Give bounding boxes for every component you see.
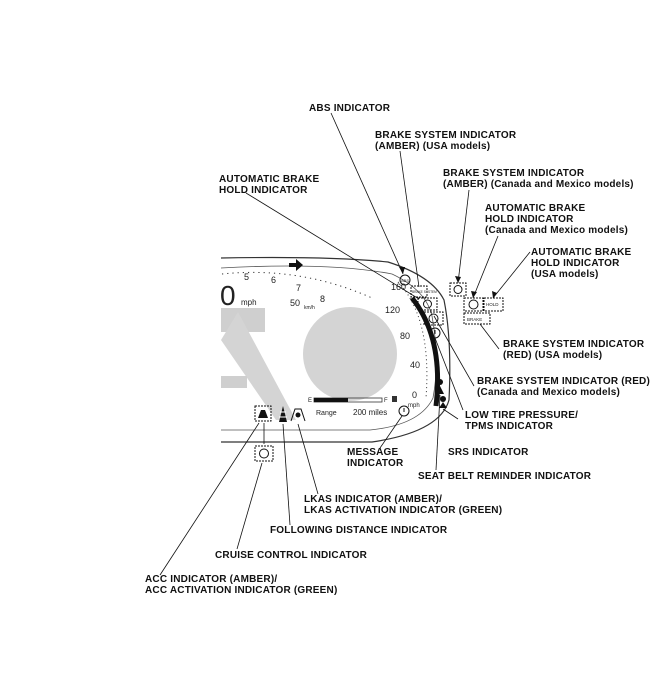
gauge-tick-160: 160 [391, 282, 406, 292]
brake-system-amber-usa-label: BRAKE SYSTEM INDICATOR (AMBER) (USA mode… [375, 130, 517, 152]
speed-tick-5: 5 [244, 272, 249, 282]
turn-signal-arrow-icon [289, 259, 303, 271]
speed-tick-6: 6 [271, 275, 276, 285]
gauge-tick-40: 40 [410, 360, 420, 370]
following-distance-icon [279, 406, 287, 422]
fuel-pump-icon [392, 396, 397, 402]
acc-icon [254, 405, 272, 422]
brake-red-canada-icon [423, 311, 444, 326]
brake-system-amber-canada-label: BRAKE SYSTEM INDICATOR (AMBER) (Canada a… [443, 168, 634, 190]
abs-icon: ABS [399, 274, 411, 286]
lkas-indicator-label: LKAS INDICATOR (AMBER)/ LKAS ACTIVATION … [304, 494, 503, 516]
following-distance-label: FOLLOWING DISTANCE INDICATOR [270, 525, 448, 536]
message-icon [398, 405, 410, 417]
watermark-shapes [221, 307, 397, 420]
automatic-brake-hold-canada-label: AUTOMATIC BRAKE HOLD INDICATOR (Canada a… [485, 203, 629, 236]
acc-indicator-label: ACC INDICATOR (AMBER)/ ACC ACTIVATION IN… [145, 574, 338, 596]
cruise-control-label: CRUISE CONTROL INDICATOR [215, 550, 368, 561]
brake-system-amber-canada-icon [449, 282, 467, 297]
seat-belt-reminder-label: SEAT BELT REMINDER INDICATOR [418, 471, 592, 482]
leader-lines [159, 112, 531, 576]
tpms-indicator-label: LOW TIRE PRESSURE/ TPMS INDICATOR [465, 410, 579, 432]
brake-system-red-canada-label: BRAKE SYSTEM INDICATOR (RED) (Canada and… [477, 376, 651, 398]
speed-tick-8: 8 [320, 294, 325, 304]
svg-text:BRAKE SYSTEM: BRAKE SYSTEM [412, 290, 437, 294]
range-label: Range [316, 410, 337, 417]
message-indicator-label: MESSAGE INDICATOR [347, 447, 404, 469]
gauge-tick-120: 120 [385, 305, 400, 315]
fuel-bar-fill [314, 398, 348, 402]
brake-red-usa-icon: BRAKE [463, 312, 491, 325]
gauge-tick-80: 80 [400, 331, 410, 341]
auto-hold-usa-icon: HOLD [483, 297, 504, 312]
gauge-tick-0: 0 [412, 390, 417, 400]
lkas-icon [290, 408, 306, 422]
automatic-brake-hold-label: AUTOMATIC BRAKE HOLD INDICATOR [219, 174, 320, 196]
abs-indicator-label: ABS INDICATOR [309, 103, 391, 114]
speed-tick-7: 7 [296, 283, 301, 293]
seat-belt-icon [436, 379, 444, 394]
svg-text:ABS: ABS [401, 278, 409, 283]
speed-unit: mph [241, 298, 257, 307]
cruise-control-icon [254, 445, 274, 462]
brake-system-red-usa-label: BRAKE SYSTEM INDICATOR (RED) (USA models… [503, 339, 645, 361]
fuel-full-label: F [384, 398, 388, 404]
range-value: 200 miles [353, 408, 387, 417]
brake-system-ring-icon [417, 297, 438, 311]
automatic-brake-hold-usa-label: AUTOMATIC BRAKE HOLD INDICATOR (USA mode… [531, 247, 632, 280]
speed-limit-unit: km/h [304, 305, 315, 311]
srs-indicator-label: SRS INDICATOR [448, 447, 529, 458]
svg-text:HOLD: HOLD [486, 302, 499, 307]
leader-arrowheads [399, 267, 497, 298]
gauge-unit: mph [408, 403, 420, 409]
speed-limit-value: 50 [290, 298, 300, 308]
speedometer-ticks [221, 271, 373, 299]
svg-text:BRAKE: BRAKE [467, 317, 482, 322]
fuel-empty-label: E [308, 398, 312, 404]
auto-hold-canada-icon [463, 297, 484, 312]
speed-value: 0 [220, 280, 236, 311]
srs-icon [439, 396, 447, 408]
